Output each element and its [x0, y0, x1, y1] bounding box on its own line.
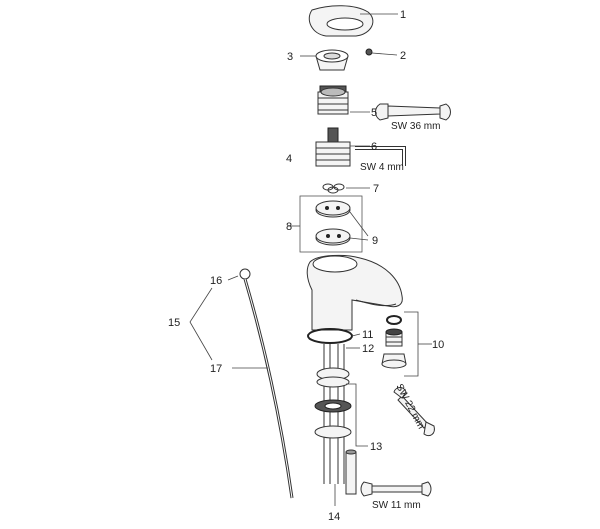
callout-4: 4 — [286, 153, 292, 165]
tool-wrench-36 — [375, 103, 451, 121]
callout-7: 7 — [373, 183, 379, 195]
callout-16: 16 — [210, 275, 222, 287]
callout-12: 12 — [362, 343, 374, 355]
part-cartridge — [315, 127, 370, 167]
part-aerator-group — [381, 311, 432, 377]
part-faucet-body — [306, 254, 403, 331]
callout-13: 13 — [370, 441, 382, 453]
label-wrench-36: SW 36 mm — [391, 121, 440, 132]
part-grub-screw — [365, 48, 398, 56]
label-wrench-22: SW 22 mm — [393, 382, 426, 431]
tool-hex-key-4 — [355, 146, 406, 166]
callout-9: 9 — [372, 235, 378, 247]
tool-wrench-11 — [360, 481, 432, 497]
part-base-o-ring — [307, 328, 361, 344]
callout-5: 5 — [371, 107, 377, 119]
part-pull-rod — [189, 268, 294, 499]
part-mounting-hardware — [314, 344, 368, 506]
callout-15: 15 — [168, 317, 180, 329]
label-wrench-11: SW 11 mm — [372, 500, 421, 511]
callout-14: 14 — [328, 511, 340, 523]
part-cap-ring — [300, 49, 349, 71]
tool-wrench-22 — [393, 387, 435, 437]
callout-8: 8 — [286, 221, 292, 233]
callout-17: 17 — [210, 363, 222, 375]
callout-2: 2 — [400, 50, 406, 62]
callout-10: 10 — [432, 339, 444, 351]
callout-11: 11 — [362, 329, 373, 341]
part-lever-handle — [308, 5, 398, 37]
part-o-rings — [322, 183, 370, 194]
part-threaded-nut — [317, 85, 370, 115]
callout-6: 6 — [371, 141, 377, 153]
label-hex-key-4: SW 4 mm — [360, 162, 404, 173]
part-ceramic-discs — [288, 195, 369, 253]
callout-1: 1 — [400, 9, 406, 21]
callout-3: 3 — [287, 51, 293, 63]
